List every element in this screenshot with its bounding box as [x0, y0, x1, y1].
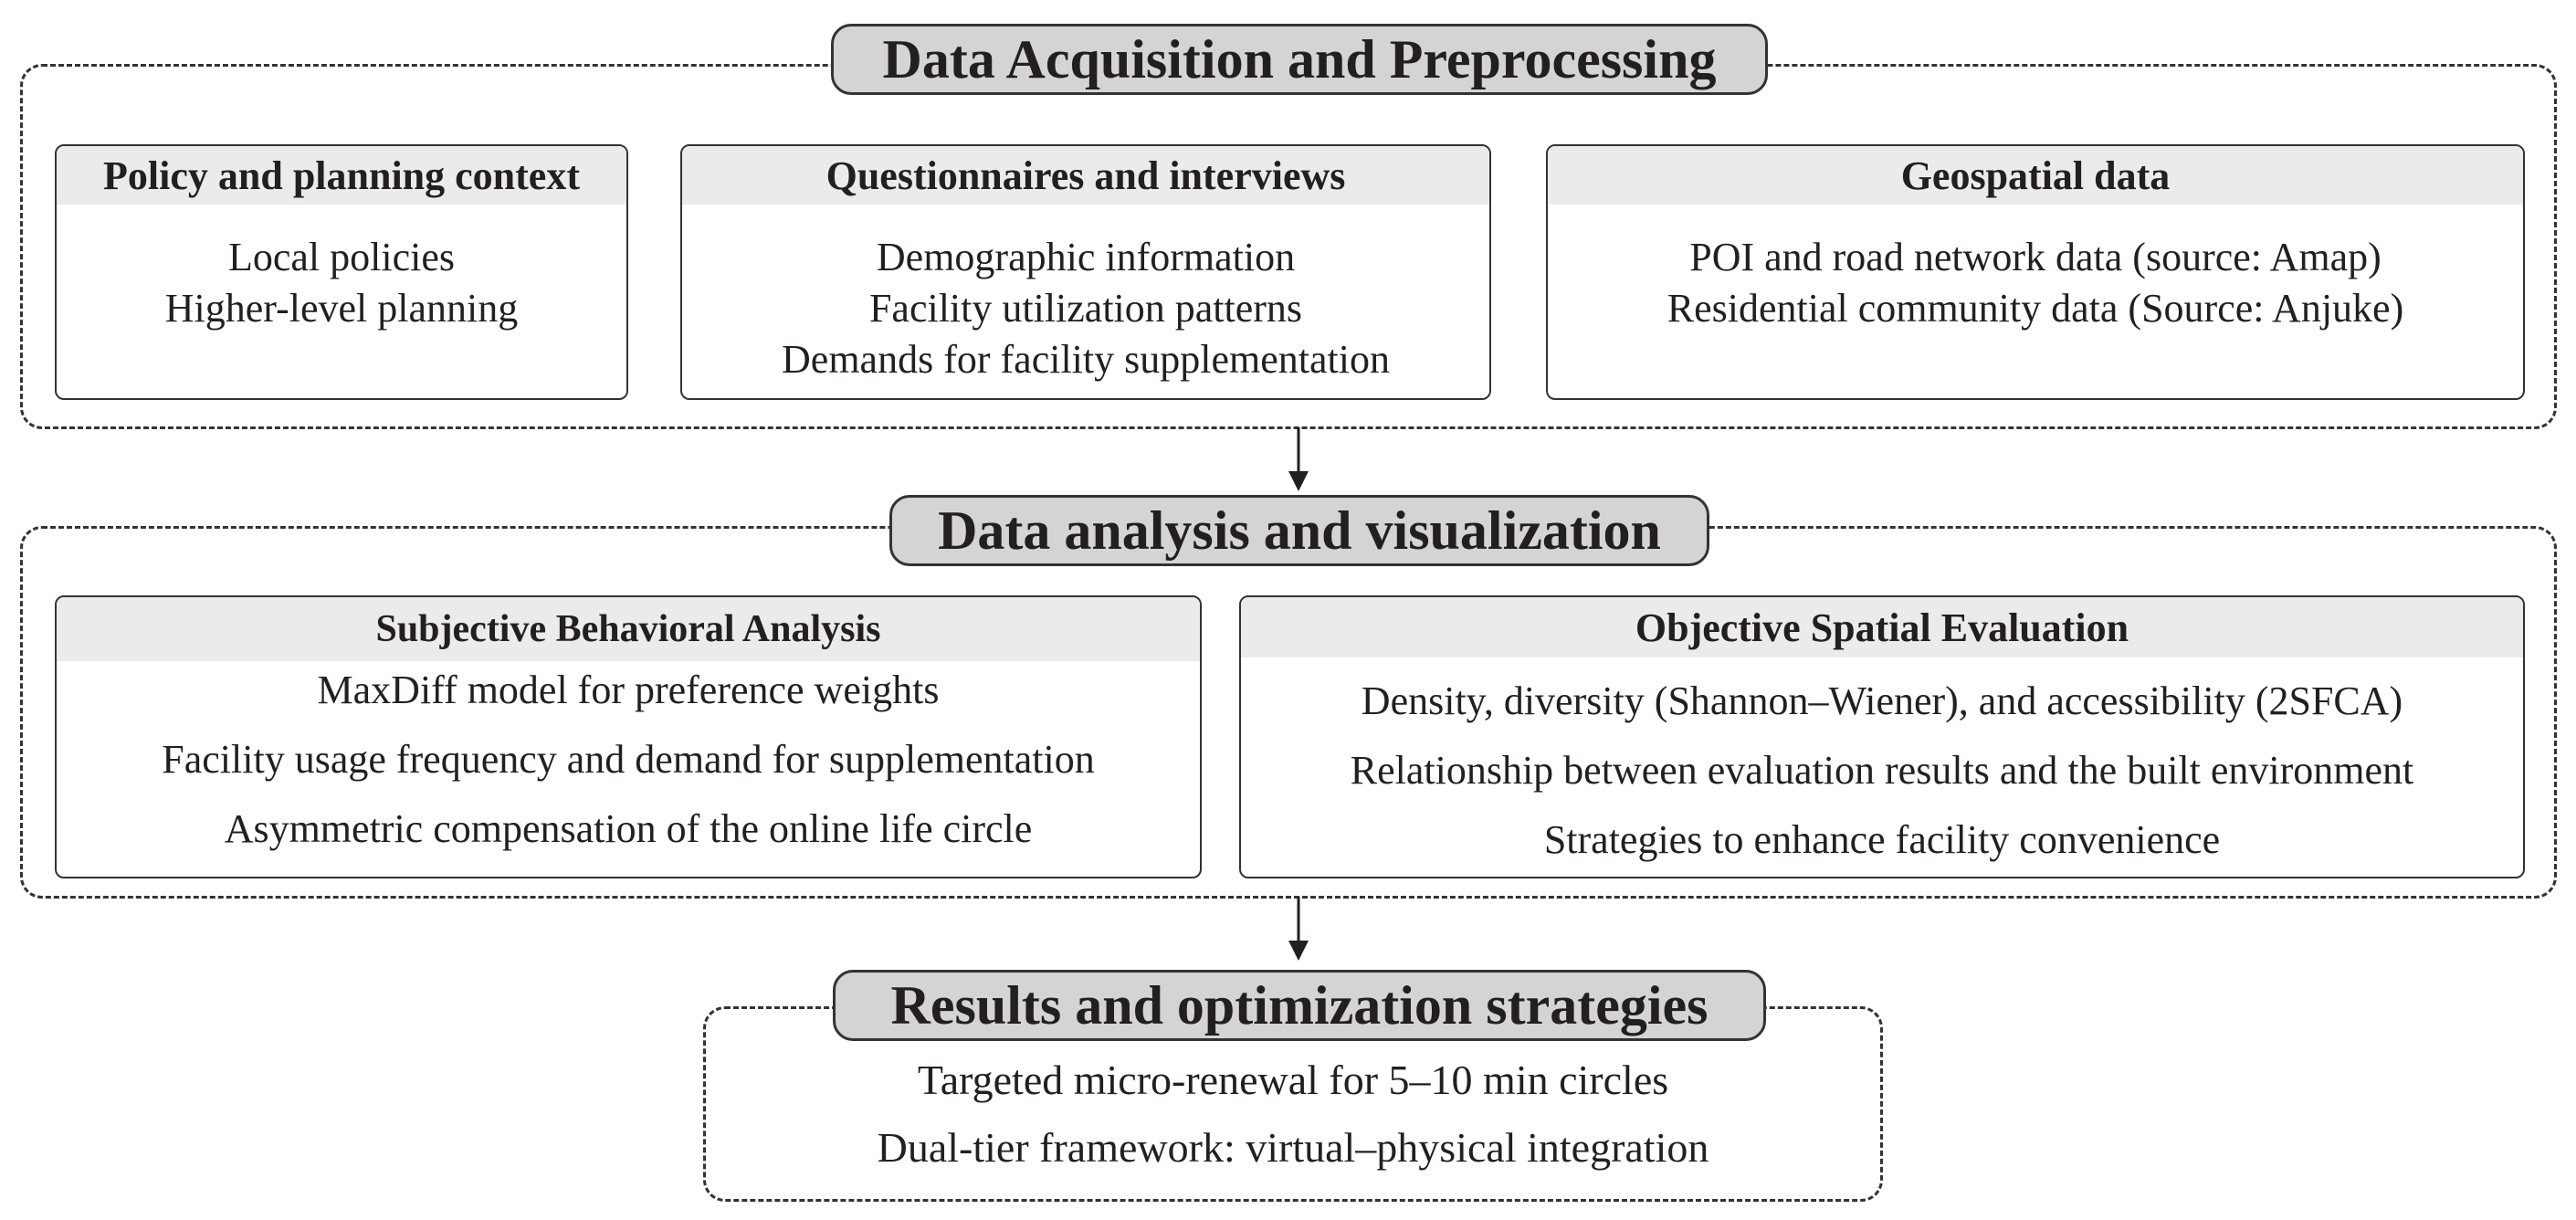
- card-subjective-analysis: Subjective Behavioral Analysis MaxDiff m…: [55, 595, 1202, 878]
- result-line: Dual-tier framework: virtual–physical in…: [877, 1124, 1709, 1171]
- card-line: Demands for facility supplementation: [782, 337, 1390, 382]
- flow-arrow-2: [1288, 897, 1309, 961]
- card-line: Facility usage frequency and demand for …: [162, 737, 1095, 782]
- card-heading: Geospatial data: [1548, 146, 2523, 205]
- card-heading: Objective Spatial Evaluation: [1241, 597, 2523, 657]
- card-line: Higher-level planning: [164, 286, 519, 331]
- stage-2-title: Data analysis and visualization: [889, 495, 1709, 566]
- card-line: Demographic information: [876, 235, 1296, 279]
- card-line: Strategies to enhance facility convenien…: [1543, 817, 2221, 862]
- card-line: POI and road network data (source: Amap): [1689, 235, 2381, 279]
- result-line: Targeted micro-renewal for 5–10 min circ…: [917, 1057, 1669, 1103]
- card-line: Asymmetric compensation of the online li…: [224, 806, 1033, 851]
- card-geospatial: Geospatial data POI and road network dat…: [1546, 144, 2525, 400]
- card-heading: Subjective Behavioral Analysis: [57, 597, 1200, 661]
- stage-3-title: Results and optimization strategies: [833, 970, 1766, 1041]
- card-line: Relationship between evaluation results …: [1350, 748, 2414, 793]
- card-line: Residential community data (Source: Anju…: [1667, 286, 2404, 331]
- card-heading: Policy and planning context: [57, 146, 626, 205]
- card-line: MaxDiff model for preference weights: [317, 668, 940, 712]
- card-line: Local policies: [227, 235, 455, 279]
- stage-1-title: Data Acquisition and Preprocessing: [831, 24, 1768, 95]
- card-policy-context: Policy and planning context Local polici…: [55, 144, 628, 400]
- card-line: Facility utilization patterns: [868, 286, 1303, 331]
- card-questionnaires: Questionnaires and interviews Demographi…: [680, 144, 1491, 400]
- card-heading: Questionnaires and interviews: [682, 146, 1489, 205]
- card-line: Density, diversity (Shannon–Wiener), and…: [1361, 678, 2403, 723]
- card-objective-evaluation: Objective Spatial Evaluation Density, di…: [1239, 595, 2525, 878]
- flow-arrow-1: [1288, 427, 1309, 491]
